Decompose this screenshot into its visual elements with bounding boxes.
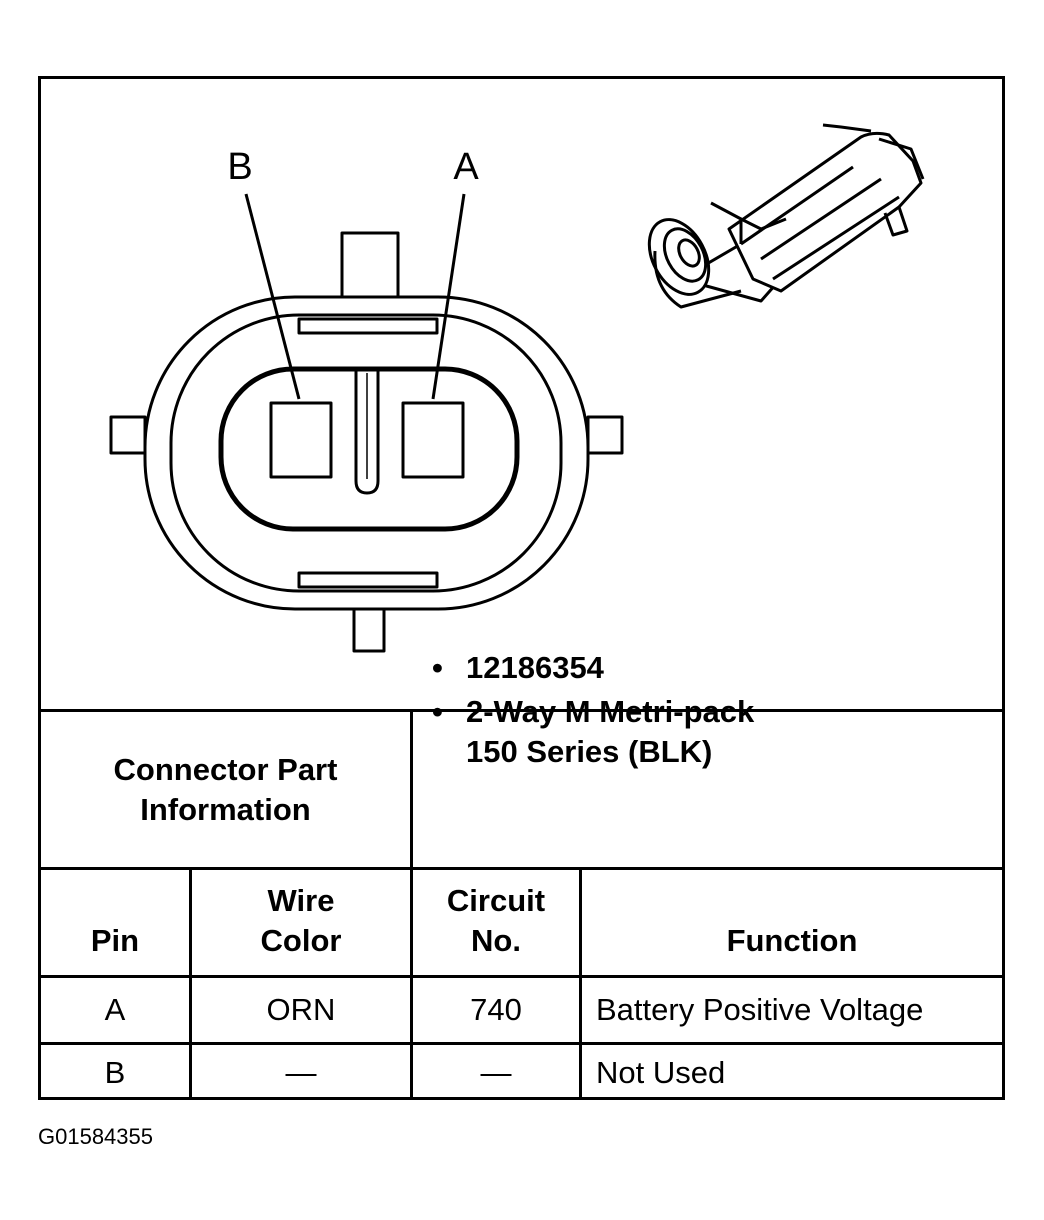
header-circuit-line2: No. xyxy=(471,923,521,958)
part-number: 12186354 xyxy=(466,650,604,685)
connector-center-key xyxy=(354,369,380,495)
rule-col-pin xyxy=(189,867,192,1100)
connector-3d-illustration xyxy=(647,123,925,309)
header-pin: Pin xyxy=(90,923,140,958)
connector-inner-shell xyxy=(169,313,563,593)
leader-line-b xyxy=(244,193,301,400)
terminal-a xyxy=(401,401,465,479)
rule-diagram-bottom xyxy=(41,709,1002,712)
connector-bottom-latch xyxy=(297,571,439,589)
pin-label-b: B xyxy=(227,146,252,188)
row-a-function: Battery Positive Voltage xyxy=(596,992,924,1027)
part-info-bullets: • 12186354 • 2-Way M Metri-pack 150 Seri… xyxy=(432,648,992,772)
row-b-function: Not Used xyxy=(596,1054,726,1090)
part-info-label-line2: Information xyxy=(140,791,311,827)
part-type-line2: 150 Series (BLK) xyxy=(466,734,713,769)
part-type-line1: 2-Way M Metri-pack xyxy=(466,694,755,729)
header-wire-color-line1: Wire xyxy=(267,883,335,918)
header-wire-color-line2: Color xyxy=(260,923,342,958)
rule-part-info-divider xyxy=(410,709,413,870)
connector-top-latch xyxy=(297,317,439,335)
header-circuit-no: Circuit No. xyxy=(413,870,579,975)
connector-info-frame: B A Connector Part Info xyxy=(38,76,1005,1100)
figure-id: G01584355 xyxy=(38,1124,153,1149)
part-info-label-line1: Connector Part xyxy=(113,751,338,787)
pin-label-a: A xyxy=(453,146,479,188)
row-a-pin: A xyxy=(104,992,126,1027)
part-info-bullet-1: • 12186354 xyxy=(432,648,992,688)
rule-col-circuit xyxy=(579,867,582,1100)
part-info-bullet-2: • 2-Way M Metri-pack 150 Series (BLK) xyxy=(432,692,992,772)
connector-bottom-tab xyxy=(352,605,386,653)
connector-top-tab xyxy=(340,231,400,305)
connector-left-tab xyxy=(109,415,147,455)
leader-line-a xyxy=(431,193,466,400)
row-b-pin: B xyxy=(104,1054,126,1090)
header-circuit-line1: Circuit xyxy=(446,883,546,918)
rule-col-wire xyxy=(410,867,413,1100)
row-a-circuit: 740 xyxy=(470,992,522,1027)
rule-part-info-bottom xyxy=(41,867,1002,870)
header-wire-color: Wire Color xyxy=(192,870,410,975)
row-b-wire-color: — xyxy=(285,1054,317,1090)
connector-right-tab xyxy=(586,415,624,455)
rule-header-bottom xyxy=(41,975,1002,978)
row-b-circuit: — xyxy=(480,1054,512,1090)
bullet-dot-1: • xyxy=(432,650,443,685)
terminal-b xyxy=(269,401,333,479)
header-function: Function xyxy=(726,923,858,958)
part-info-label: Connector Part Information xyxy=(41,712,410,867)
rule-row-a-bottom xyxy=(41,1042,1002,1045)
row-a-wire-color: ORN xyxy=(266,992,336,1027)
bullet-dot-2: • xyxy=(432,694,443,729)
connector-diagram: B A xyxy=(109,123,925,653)
connector-cavity xyxy=(218,366,520,532)
